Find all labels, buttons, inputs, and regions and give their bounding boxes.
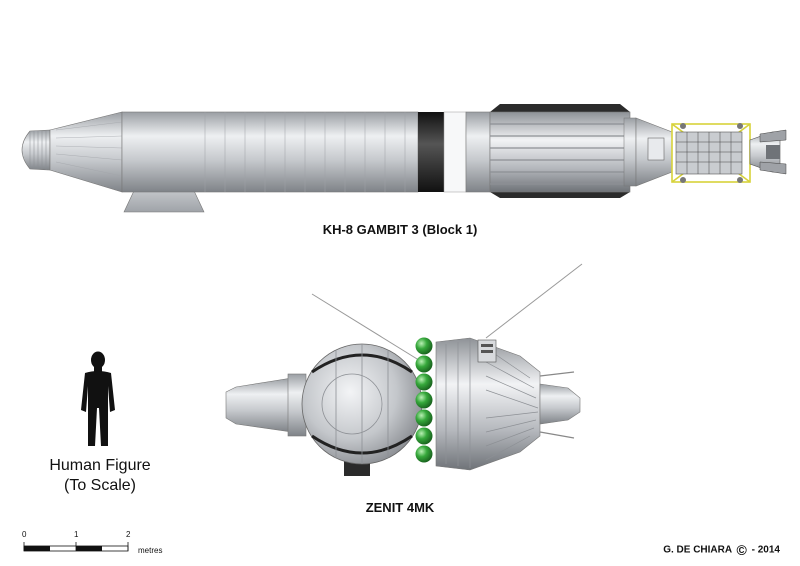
kh8-black-band	[418, 112, 444, 192]
copyright-icon: ©	[736, 542, 747, 558]
human-figure-silhouette	[81, 351, 115, 446]
credit-year: 2014	[757, 544, 780, 556]
zenit-forward-cone	[225, 377, 293, 433]
zenit-antenna-left	[311, 293, 423, 363]
scale-tick-2: 2	[126, 530, 131, 539]
scale-bar	[23, 542, 129, 552]
human-caption-line1: Human Figure	[49, 457, 151, 474]
scale-unit-label: metres	[138, 546, 163, 555]
kh8-white-band	[443, 111, 467, 193]
kh8-cone-stringers	[55, 121, 123, 177]
kh8-engine-nozzles	[749, 129, 787, 175]
zenit-green-gas-tanks	[415, 337, 433, 463]
kh8-instrument-box	[647, 137, 665, 161]
zenit-antenna-right	[485, 263, 583, 339]
zenit-side-struts	[539, 371, 575, 439]
scale-tick-1: 1	[74, 530, 79, 539]
credit-dash: -	[751, 544, 755, 556]
kh8-nose-cap	[21, 129, 51, 171]
kh8-equipment-grid	[675, 123, 743, 183]
zenit-4mk-spacecraft	[225, 263, 583, 476]
scale-tick-0: 0	[22, 530, 27, 539]
zenit-sphere-hatch	[321, 373, 383, 435]
kh8-body-panel-lines	[204, 112, 406, 192]
kh8-forward-cone	[49, 111, 123, 193]
kh8-aft-collar	[623, 117, 637, 187]
kh8-gambit-label: KH-8 GAMBIT 3 (Block 1)	[322, 222, 478, 237]
kh8-adapter-ring	[465, 111, 491, 193]
kh8-aft-upper-rail	[490, 104, 630, 112]
kh8-aft-lower-rail	[490, 192, 630, 198]
author-credit: G. DE CHIARA © - 2014	[600, 542, 780, 558]
kh8-main-body	[121, 111, 419, 193]
zenit-service-stringers	[445, 340, 539, 468]
zenit-aft-nozzle	[539, 383, 581, 425]
zenit-4mk-label: ZENIT 4MK	[365, 500, 435, 515]
kh8-nose-rings	[29, 130, 47, 170]
human-figure-caption: Human Figure (To Scale)	[30, 456, 170, 496]
credit-author: G. DE CHIARA	[663, 544, 732, 556]
kh8-aft-stripes	[490, 123, 630, 185]
human-caption-line2: (To Scale)	[63, 477, 137, 494]
kh8-gambit-spacecraft	[21, 104, 787, 213]
